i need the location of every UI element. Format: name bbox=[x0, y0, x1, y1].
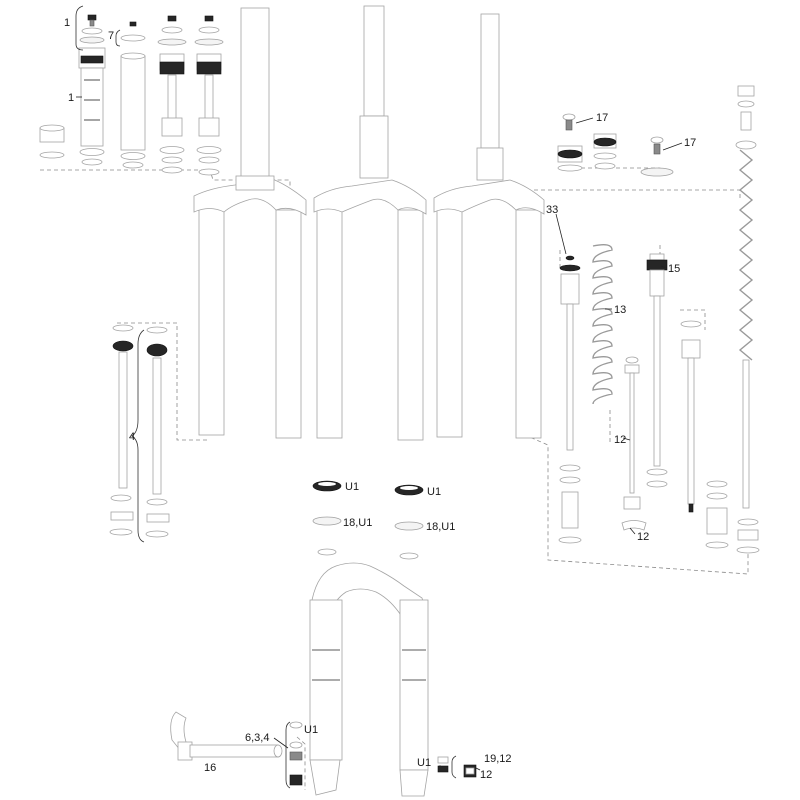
callout-u1-c: U1 bbox=[304, 724, 318, 736]
lower-leg-assembly bbox=[309, 562, 429, 797]
seal-stack-far-left bbox=[39, 124, 65, 159]
damper-shaft-pair bbox=[109, 324, 170, 538]
rebound-shaft-33 bbox=[558, 255, 582, 544]
coil-spring-13 bbox=[592, 243, 613, 405]
thru-axle-16 bbox=[170, 711, 283, 761]
callout-13: 13 bbox=[614, 304, 626, 316]
damper-cartridge-right bbox=[680, 320, 729, 549]
foam-rings-18 bbox=[312, 516, 424, 560]
upper-crown-assembly-right bbox=[433, 13, 545, 439]
cartridge-group-1 bbox=[78, 14, 106, 166]
upper-crown-assembly-center bbox=[313, 5, 427, 441]
callout-1912: 19,12 bbox=[484, 753, 512, 765]
callout-u1-d: U1 bbox=[417, 757, 431, 769]
callout-1-top: 1 bbox=[64, 17, 70, 29]
cartridge-group-4 bbox=[194, 15, 224, 176]
callout-u1-a: U1 bbox=[345, 481, 359, 493]
cartridge-group-7 bbox=[120, 21, 146, 169]
callout-18u1-a: 18,U1 bbox=[343, 517, 372, 529]
leader-lines bbox=[76, 96, 683, 771]
cartridge-group-3 bbox=[157, 15, 187, 174]
callout-33: 33 bbox=[546, 204, 558, 216]
top-cap-assembly-17 bbox=[557, 113, 674, 177]
callout-1-mid: 1 bbox=[68, 92, 74, 104]
callout-18u1-b: 18,U1 bbox=[426, 521, 455, 533]
dashed-guide-lines bbox=[40, 167, 749, 790]
callout-7: 7 bbox=[108, 30, 114, 42]
callout-15: 15 bbox=[668, 263, 680, 275]
callout-12-c: 12 bbox=[480, 769, 492, 781]
callout-16: 16 bbox=[204, 762, 216, 774]
callout-634: 6,3,4 bbox=[245, 732, 269, 744]
axle-hardware-1912 bbox=[437, 756, 477, 778]
callout-brackets bbox=[75, 5, 457, 789]
upper-crown-assembly-left bbox=[193, 7, 307, 439]
axle-hardware-634 bbox=[289, 721, 303, 786]
callout-17-b: 17 bbox=[684, 137, 696, 149]
compression-rod-15 bbox=[646, 253, 668, 488]
damper-rod-12 bbox=[621, 356, 647, 531]
dust-seals-u1 bbox=[312, 480, 424, 496]
callout-u1-b: U1 bbox=[427, 486, 441, 498]
callout-17-a: 17 bbox=[596, 112, 608, 124]
callout-12-b: 12 bbox=[637, 531, 649, 543]
callout-labels: 1 1 7 17 17 33 13 15 12 12 12 4 U1 U1 18… bbox=[64, 17, 696, 781]
callout-12-a: 12 bbox=[614, 434, 626, 446]
callout-4: 4 bbox=[129, 431, 135, 443]
air-spring-shaft-right bbox=[735, 85, 760, 554]
